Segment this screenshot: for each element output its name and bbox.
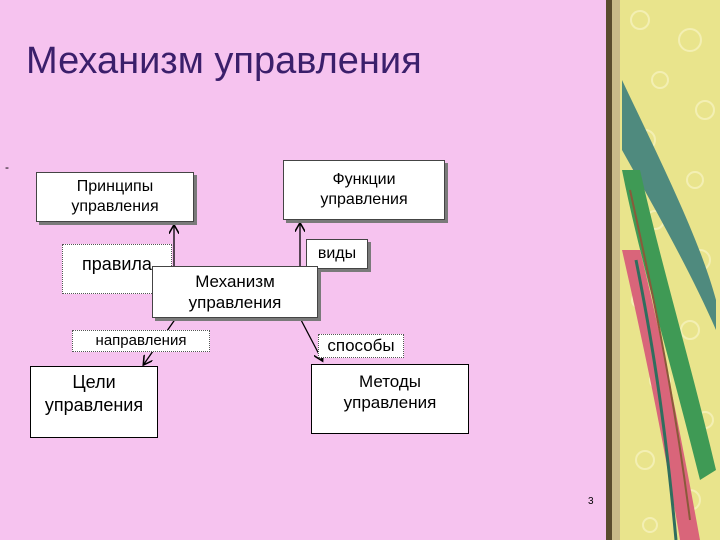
mechanism-box: Механизм управления (152, 266, 318, 318)
functions-box: Функции управления (283, 160, 445, 220)
goals-box: Цели управления (30, 366, 158, 438)
directions-label: направления (72, 330, 210, 352)
principles-box: Принципы управления (36, 172, 194, 222)
decor-pink-swoosh (622, 250, 700, 540)
page-number: 3 (588, 496, 594, 507)
decor-teal-swoosh (622, 80, 716, 330)
decor-green-swoosh (622, 170, 716, 480)
methods-box: Методы управления (311, 364, 469, 434)
slide-title: Механизм управления (26, 40, 422, 82)
stray-mark: - (5, 160, 9, 174)
kinds-label: виды (306, 239, 368, 269)
ways-label: способы (318, 334, 404, 358)
